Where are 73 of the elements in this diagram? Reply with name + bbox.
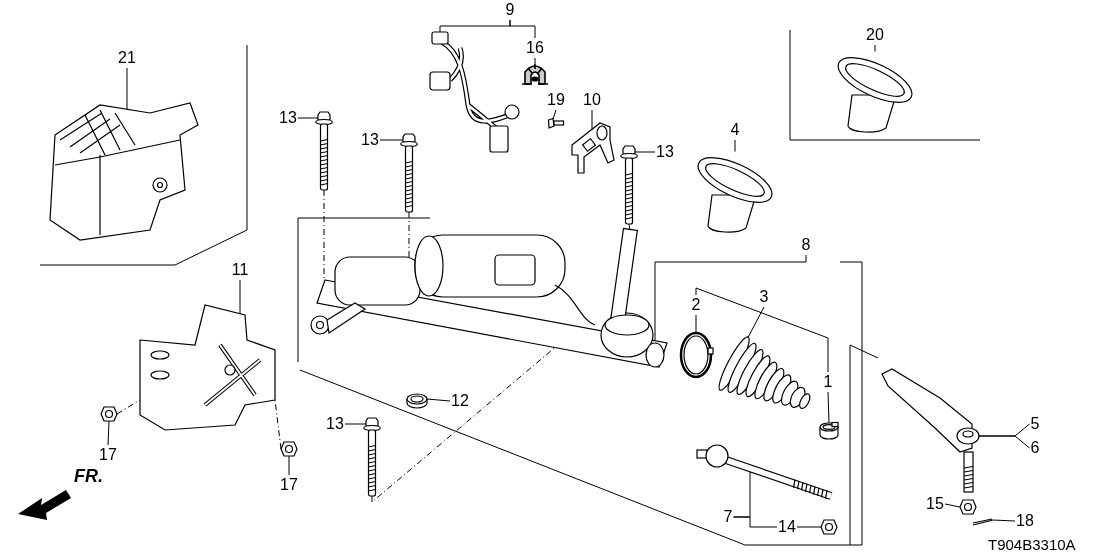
- callout-number: 2: [690, 295, 702, 315]
- callout-number: 13: [655, 142, 675, 162]
- nut-drawing: [959, 498, 977, 514]
- callout-number: 10: [582, 90, 602, 110]
- callout-number: 15: [925, 494, 945, 514]
- wire-harness-drawing: [430, 30, 520, 155]
- callout-number: 16: [525, 38, 545, 58]
- clip-drawing: [521, 62, 549, 86]
- assembly-line: [408, 211, 410, 258]
- bolt-drawing: [400, 133, 418, 213]
- callout-number: 7: [722, 507, 734, 527]
- callout-number: 1: [822, 372, 834, 392]
- callout-number: 20: [865, 25, 885, 45]
- callout-number: 17: [98, 445, 118, 465]
- assembly-line: [274, 399, 282, 450]
- leader-line: [591, 109, 593, 130]
- band-drawing: [678, 330, 714, 380]
- screw-drawing: [548, 118, 564, 130]
- leader-line: [874, 44, 876, 52]
- leader-line: [654, 254, 807, 342]
- clamp-drawing: [818, 422, 840, 440]
- leader-line: [534, 57, 536, 65]
- callout-number: 6: [1029, 438, 1041, 458]
- callout-number: 13: [325, 414, 345, 434]
- callout-number: 4: [729, 120, 741, 140]
- leader-line: [695, 314, 697, 334]
- assembly-line: [116, 399, 141, 415]
- bolt-drawing: [315, 111, 333, 191]
- leader-line: [379, 139, 404, 141]
- callout-number: 9: [504, 0, 516, 20]
- leader-line: [992, 519, 1016, 522]
- leader-line: [978, 435, 1030, 449]
- leader-line: [733, 516, 778, 528]
- callout-number: 19: [546, 90, 566, 110]
- callout-number: 3: [758, 287, 770, 307]
- bolt-drawing: [363, 417, 381, 497]
- callout-number: 8: [800, 235, 812, 255]
- callout-number: 13: [360, 130, 380, 150]
- leader-line: [695, 287, 829, 373]
- callout-number: 13: [278, 108, 298, 128]
- drawing-code: T904B3310A: [988, 536, 1076, 553]
- pin-drawing: [972, 518, 994, 526]
- nut-drawing: [820, 518, 838, 536]
- leader-line: [426, 398, 451, 402]
- nut-drawing: [280, 440, 298, 458]
- leader-line: [297, 117, 319, 119]
- bolt-drawing: [620, 145, 638, 225]
- leader-line: [239, 279, 241, 315]
- nut-drawing: [100, 405, 118, 423]
- leader-line: [827, 391, 830, 424]
- callout-number: 14: [777, 517, 797, 537]
- callout-number: 5: [1029, 414, 1041, 434]
- leader-line: [126, 67, 128, 110]
- callout-number: 12: [450, 391, 470, 411]
- direction-label: FR.: [74, 466, 103, 487]
- leader-line: [344, 423, 367, 425]
- plug-drawing: [405, 392, 429, 410]
- leader-line: [634, 151, 656, 153]
- leader-line: [796, 526, 822, 528]
- leader-line: [107, 420, 110, 446]
- leader-line: [288, 455, 290, 476]
- callout-number: 18: [1015, 511, 1035, 531]
- callout-number: 11: [230, 260, 250, 280]
- tie-rod-drawing: [695, 442, 835, 500]
- leader-line: [509, 19, 536, 39]
- assembly-line: [628, 223, 631, 231]
- leader-line: [552, 109, 557, 120]
- assembly-line: [371, 347, 556, 503]
- callout-number: 17: [279, 475, 299, 495]
- leader-line: [734, 139, 736, 152]
- leader-line: [944, 503, 961, 508]
- callout-number: 21: [117, 48, 137, 68]
- leader-line: [747, 306, 765, 338]
